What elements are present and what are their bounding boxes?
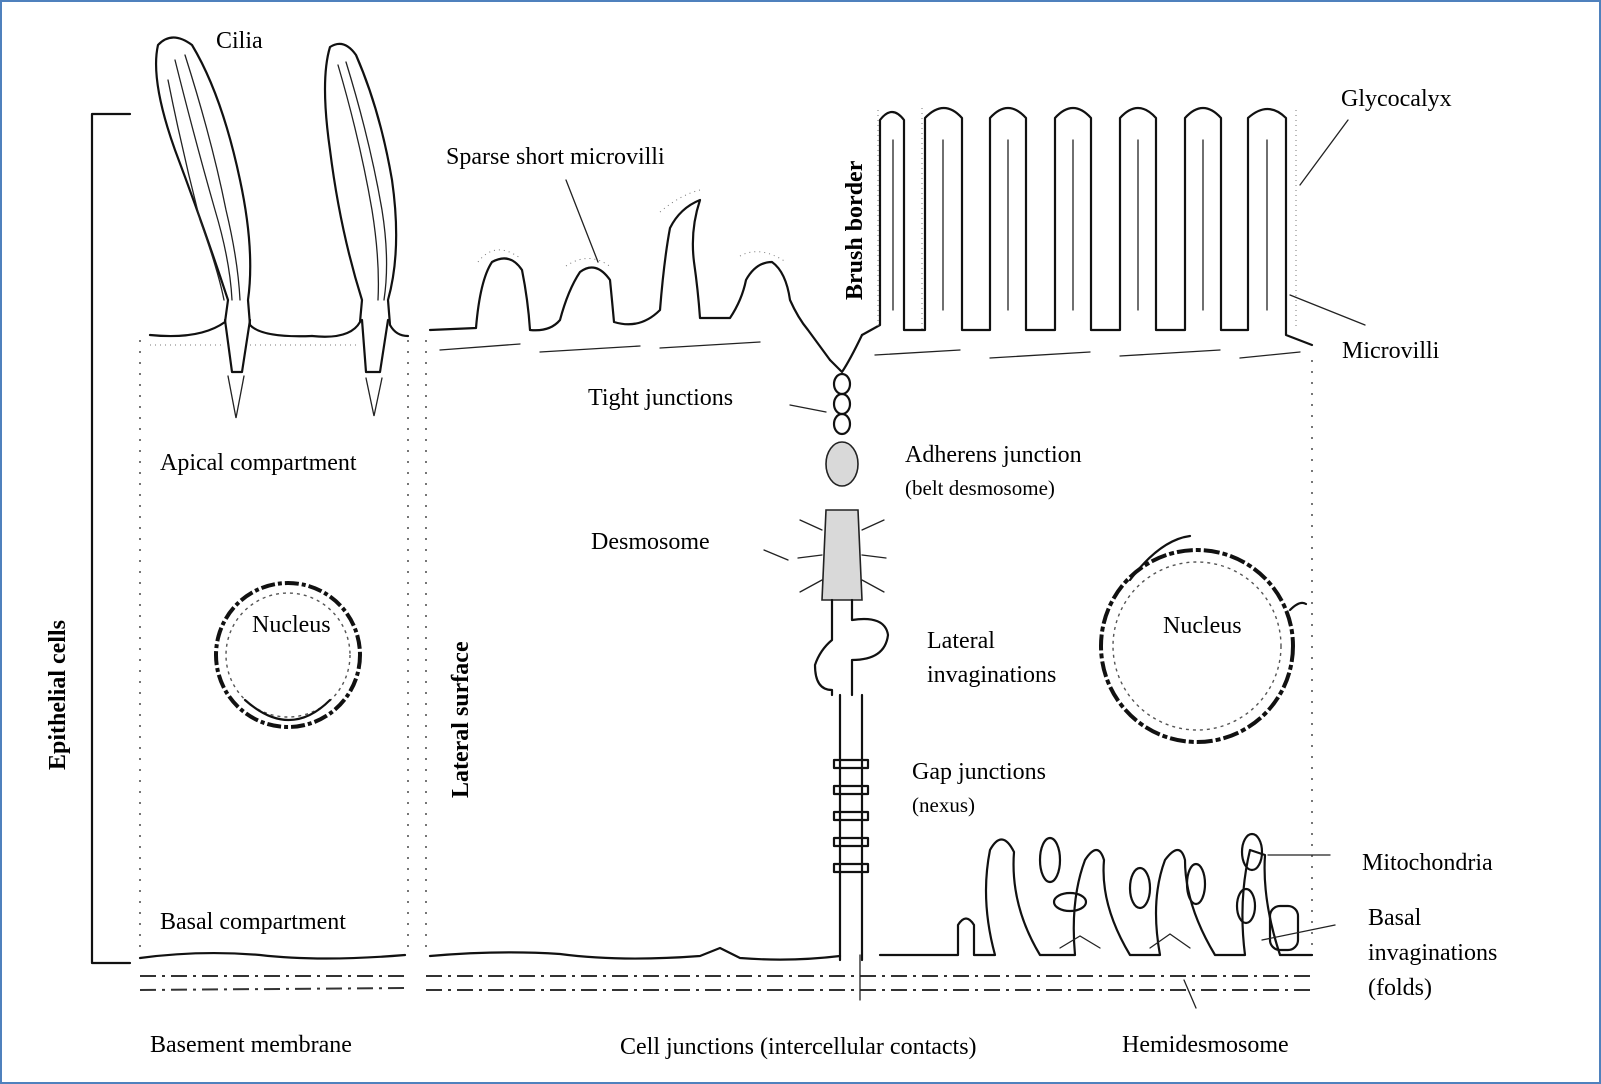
label-apical-compartment: Apical compartment	[160, 450, 357, 476]
brush-border-microvilli	[862, 108, 1312, 358]
epithelial-cells-bracket	[92, 114, 130, 963]
label-basal-invaginations-line2: invaginations	[1368, 940, 1497, 966]
label-basal-invaginations-line3: (folds)	[1368, 975, 1432, 1001]
cilium-right	[312, 44, 408, 416]
label-hemidesmosome: Hemidesmosome	[1122, 1032, 1289, 1058]
label-lateral-invaginations-line2: invaginations	[927, 662, 1056, 688]
label-nucleus-right: Nucleus	[1163, 613, 1242, 639]
basal-plasma-membrane	[140, 948, 840, 960]
basement-membrane	[140, 955, 1312, 1000]
nucleus-left	[216, 583, 360, 727]
label-brush-border: Brush border	[842, 160, 868, 300]
label-glycocalyx: Glycocalyx	[1341, 86, 1452, 112]
label-belt-desmosome: (belt desmosome)	[905, 476, 1055, 500]
label-desmosome: Desmosome	[591, 529, 710, 555]
label-lateral-invaginations-line1: Lateral	[927, 628, 995, 654]
label-sparse-microvilli: Sparse short microvilli	[446, 144, 665, 170]
sparse-microvilli-surface	[430, 190, 830, 360]
label-lateral-surface: Lateral surface	[448, 641, 474, 798]
label-nexus: (nexus)	[912, 793, 975, 817]
label-adherens-junction: Adherens junction	[905, 442, 1082, 468]
label-basal-invaginations-line1: Basal	[1368, 905, 1422, 931]
nucleus-right	[1101, 536, 1306, 742]
label-gap-junctions: Gap junctions	[912, 759, 1046, 785]
cilium-left	[150, 38, 312, 419]
label-mitochondria: Mitochondria	[1362, 850, 1493, 876]
label-epithelial-cells: Epithelial cells	[45, 620, 71, 770]
label-tight-junctions: Tight junctions	[588, 385, 733, 411]
label-basement-membrane: Basement membrane	[150, 1032, 352, 1058]
label-basal-compartment: Basal compartment	[160, 909, 346, 935]
cell-boundaries	[140, 340, 1312, 960]
junctional-complex	[798, 335, 888, 960]
label-cell-junctions: Cell junctions (intercellular contacts)	[620, 1034, 977, 1060]
label-cilia: Cilia	[216, 28, 263, 54]
label-microvilli: Microvilli	[1342, 338, 1440, 364]
label-nucleus-left: Nucleus	[252, 612, 331, 638]
basal-invaginations	[880, 834, 1312, 955]
